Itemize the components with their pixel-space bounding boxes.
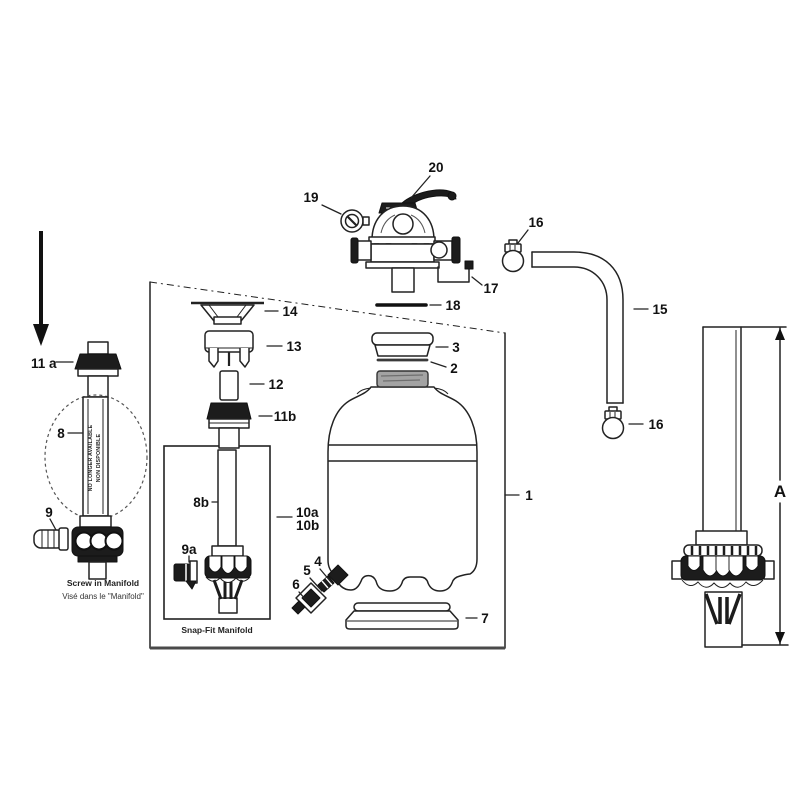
multiport-valve: 19 20 17 18 (303, 160, 498, 313)
callout-8b-label: 8b (193, 495, 209, 510)
unavailable-note-en: NO LONGER AVAILABLE (88, 424, 94, 491)
callout-16-top-label: 16 (528, 215, 544, 230)
valve-left-port (350, 237, 372, 264)
callout-9: 9 (45, 505, 57, 531)
callout-5-label: 5 (303, 563, 311, 578)
callout-13-label: 13 (286, 339, 302, 354)
part-14-diffuser (191, 301, 264, 325)
callout-1-label: 1 (525, 488, 533, 503)
callout-16-top: 16 (517, 215, 544, 244)
callout-1: 1 (504, 488, 533, 503)
valve-dome (371, 205, 435, 241)
part-3-collar (371, 332, 434, 357)
screw-manifold-head (71, 515, 124, 580)
valve-body (370, 243, 435, 263)
part-9-hose-adapter (33, 527, 69, 551)
valve-right-port (430, 236, 461, 264)
callout-4-label: 4 (314, 554, 322, 569)
valve-flange (368, 236, 436, 245)
callout-20: 20 (410, 160, 444, 199)
screw-manifold-assembly: NO LONGER AVAILABLE NON DISPONIBLE Screw… (31, 341, 148, 601)
snap-fit-box: Snap-Fit Manifold (163, 445, 271, 635)
lateral-crown (671, 544, 775, 625)
callout-13: 13 (266, 339, 302, 354)
tank-neck (376, 370, 429, 388)
callout-19: 19 (303, 190, 342, 215)
callout-11b-label: 11b (274, 409, 297, 424)
callout-15-label: 15 (652, 302, 668, 317)
callout-6-label: 6 (292, 577, 300, 592)
callout-16-bottom-label: 16 (648, 417, 664, 432)
callout-10b-label: 10b (296, 518, 319, 533)
part-11b-collar (206, 402, 252, 449)
callout-9-label: 9 (45, 505, 53, 520)
callout-10a-label: 10a (296, 505, 319, 520)
part-8b-standpipe (217, 449, 237, 547)
snap-fit-lateral-assembly (204, 545, 252, 614)
callout-4: 4 (314, 554, 332, 583)
callout-3: 3 (435, 340, 460, 355)
callout-8b: 8b (193, 495, 218, 510)
callout-16-bottom: 16 (628, 417, 664, 432)
part-11a-cap (74, 341, 122, 398)
callout-14-label: 14 (282, 304, 298, 319)
snap-fit-caption: Snap-Fit Manifold (181, 625, 252, 635)
tank-body (327, 386, 478, 592)
pressure-gauge (340, 209, 370, 233)
part-12-sleeve (219, 370, 239, 401)
screw-manifold-caption-en: Screw in Manifold (67, 578, 139, 588)
unavailable-note-fr: NON DISPONIBLE (96, 434, 102, 483)
callout-9a-label: 9a (181, 542, 197, 557)
hose-clamp-bottom (601, 406, 625, 440)
callout-12-label: 12 (268, 377, 283, 392)
callout-10: 10a 10b (276, 505, 319, 533)
part-7-base (345, 602, 459, 630)
callout-20-label: 20 (428, 160, 443, 175)
callout-8-label: 8 (57, 426, 65, 441)
standpipe-lateral-assembly (671, 326, 789, 648)
screw-manifold-caption-fr: Visé dans le "Manifold" (62, 592, 144, 601)
callout-17-label: 17 (483, 281, 498, 296)
part-8-standpipe: NO LONGER AVAILABLE NON DISPONIBLE (82, 396, 109, 517)
part-17-clip (437, 260, 474, 283)
callout-17: 17 (471, 276, 499, 296)
part-4-adapter (327, 564, 349, 586)
part-9a-fitting (173, 560, 198, 590)
valve-lip (365, 261, 440, 269)
main-enclosure-box (149, 281, 506, 650)
elbow-pipe (531, 251, 624, 404)
valve-bottom-pipe (391, 267, 415, 293)
callout-2-label: 2 (450, 361, 458, 376)
callout-11a-label: 11 a (31, 356, 57, 371)
tank: 3 2 (327, 332, 478, 592)
callout-11b: 11b (258, 409, 297, 424)
callout-11a: 11 a (31, 356, 74, 371)
part-13-cap (204, 330, 254, 368)
drain-assembly: 4 5 6 (291, 554, 349, 615)
hose-clamp-top (501, 239, 525, 273)
dimension-line: A (774, 327, 786, 645)
callout-7: 7 (465, 611, 489, 626)
callout-3-label: 3 (452, 340, 460, 355)
callout-6: 6 (292, 577, 307, 601)
callout-18-label: 18 (445, 298, 461, 313)
dimension-a-label: A (774, 482, 786, 501)
inner-column: 14 13 12 11b (173, 301, 319, 614)
detail-ellipse (44, 394, 148, 520)
down-arrow (33, 231, 49, 346)
callout-14: 14 (264, 304, 298, 319)
callout-5: 5 (303, 563, 323, 592)
callout-12: 12 (249, 377, 284, 392)
callout-9a: 9a (181, 542, 197, 563)
callout-19-label: 19 (303, 190, 318, 205)
callout-7-label: 7 (481, 611, 489, 626)
callout-8: 8 (57, 426, 83, 441)
callout-18: 18 (429, 298, 461, 313)
callout-15: 15 (633, 302, 668, 317)
callout-2: 2 (430, 361, 458, 376)
part-6-drain-cap (291, 582, 327, 615)
